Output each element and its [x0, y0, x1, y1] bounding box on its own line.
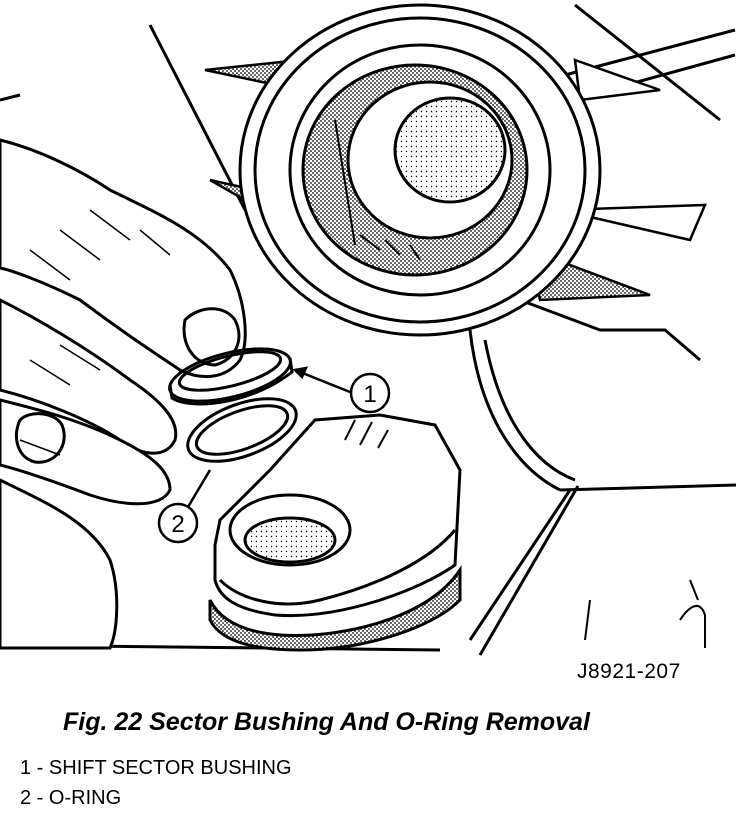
line-drawing: 1 2 — [0, 3, 736, 656]
legend-number: 2 — [20, 787, 32, 809]
case-detail-marks — [584, 579, 706, 648]
legend-text: O-RING — [48, 787, 122, 809]
legend-item: 2 - O-RING — [20, 783, 292, 813]
bearing-bore — [238, 3, 602, 337]
figure-illustration: 1 2 — [0, 3, 736, 656]
legend-number: 1 — [20, 757, 32, 779]
o-ring — [186, 397, 298, 463]
callout-1: 1 — [349, 372, 391, 414]
arrowhead-1 — [292, 366, 309, 380]
shift-sector-boss — [208, 413, 462, 652]
legend-separator: - — [31, 757, 49, 779]
callout-2: 2 — [157, 502, 199, 544]
callout-leaders — [183, 366, 351, 513]
legend-item: 1 - SHIFT SECTOR BUSHING — [20, 753, 292, 783]
callout-1-label: 1 — [363, 381, 376, 408]
technician-hand — [0, 138, 247, 650]
legend-separator: - — [31, 787, 49, 809]
leader-line-2 — [183, 469, 212, 513]
shift-sector-bushing — [168, 347, 294, 406]
legend-text: SHIFT SECTOR BUSHING — [48, 757, 292, 779]
callout-2-label: 2 — [171, 511, 184, 538]
legend: 1 - SHIFT SECTOR BUSHING 2 - O-RING — [20, 753, 292, 813]
figure-caption: Fig. 22 Sector Bushing And O-Ring Remova… — [63, 708, 590, 736]
drawing-id: J8921-207 — [577, 660, 681, 683]
